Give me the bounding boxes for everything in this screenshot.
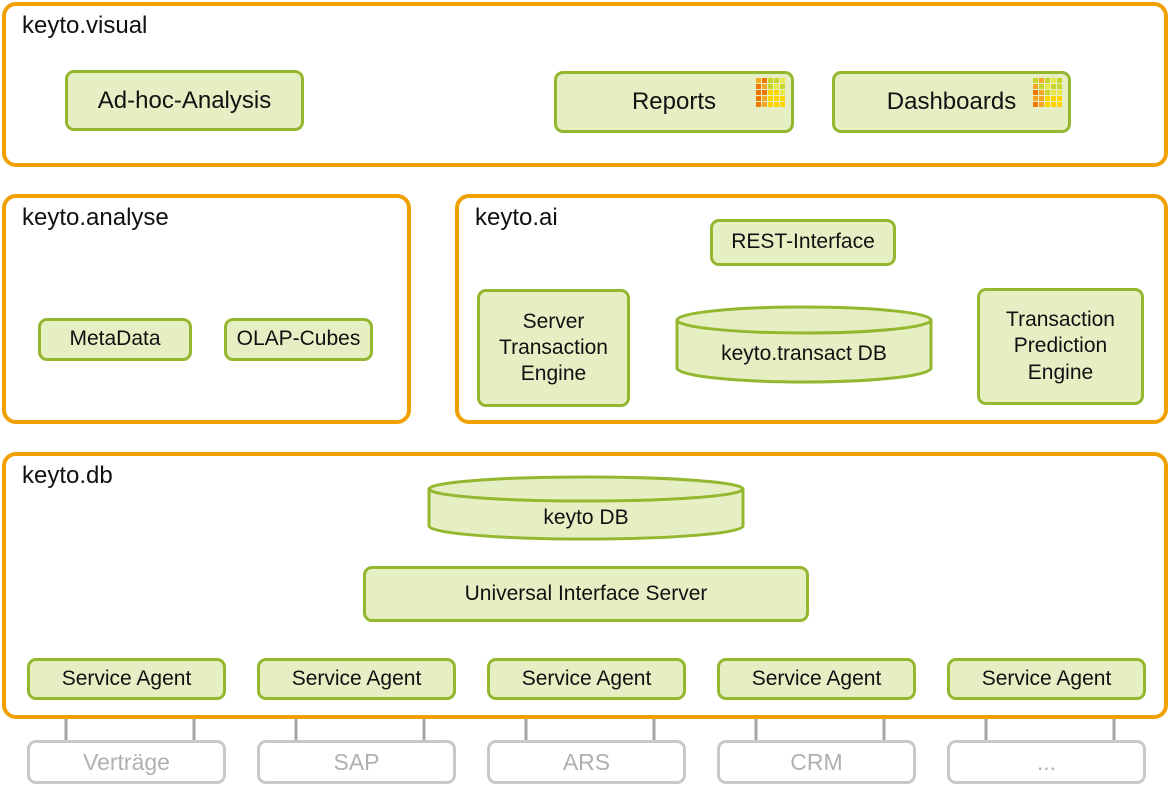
service-agent-box[interactable]: Service Agent xyxy=(487,658,686,700)
adhoc-analysis-box[interactable]: Ad-hoc-Analysis xyxy=(65,70,304,131)
server-transaction-engine-label: Server Transaction Engine xyxy=(499,309,608,386)
service-agent-label: Service Agent xyxy=(521,666,652,690)
grid-chart-icon xyxy=(1033,78,1062,107)
service-agent-box[interactable]: Service Agent xyxy=(27,658,226,700)
ai-panel-title: keyto.ai xyxy=(475,204,558,231)
olap-cubes-box[interactable]: OLAP-Cubes xyxy=(224,318,373,361)
metadata-label: MetaData xyxy=(69,327,161,351)
service-agent-label: Service Agent xyxy=(61,666,192,690)
source-box-ars[interactable]: ARS xyxy=(487,740,686,784)
service-agent-label: Service Agent xyxy=(751,666,882,690)
source-box-crm[interactable]: CRM xyxy=(717,740,916,784)
analyse-panel: keyto.analyse xyxy=(2,194,411,424)
rest-interface-box[interactable]: REST-Interface xyxy=(710,219,896,266)
db-panel-title: keyto.db xyxy=(22,462,113,489)
keyto-db-cylinder[interactable]: keyto DB xyxy=(426,474,746,542)
visual-panel-title: keyto.visual xyxy=(22,12,148,39)
reports-box[interactable]: Reports xyxy=(554,71,794,133)
olap-cubes-label: OLAP-Cubes xyxy=(236,327,361,351)
source-label: ARS xyxy=(562,748,611,775)
source-label: ... xyxy=(1036,748,1057,775)
source-label: Verträge xyxy=(83,748,170,775)
universal-interface-server-box[interactable]: Universal Interface Server xyxy=(363,566,809,622)
service-agent-box[interactable]: Service Agent xyxy=(947,658,1146,700)
keyto-db-label: keyto DB xyxy=(543,506,629,529)
universal-interface-server-label: Universal Interface Server xyxy=(464,581,708,605)
transaction-prediction-engine-box[interactable]: Transaction Prediction Engine xyxy=(977,288,1144,405)
source-label: SAP xyxy=(333,748,380,775)
transact-db-cylinder[interactable]: keyto.transact DB xyxy=(674,304,934,386)
metadata-box[interactable]: MetaData xyxy=(38,318,192,361)
server-transaction-engine-box[interactable]: Server Transaction Engine xyxy=(477,289,630,407)
transaction-prediction-engine-label: Transaction Prediction Engine xyxy=(1006,308,1115,384)
dashboards-label: Dashboards xyxy=(886,88,1017,115)
reports-label: Reports xyxy=(631,88,717,115)
service-agent-label: Service Agent xyxy=(291,666,422,690)
source-box-vertraege[interactable]: Verträge xyxy=(27,740,226,784)
analyse-panel-title: keyto.analyse xyxy=(22,204,169,231)
source-box-more[interactable]: ... xyxy=(947,740,1146,784)
service-agent-label: Service Agent xyxy=(981,666,1112,690)
service-agent-box[interactable]: Service Agent xyxy=(717,658,916,700)
transact-db-label: keyto.transact DB xyxy=(721,342,887,365)
dashboards-box[interactable]: Dashboards xyxy=(832,71,1071,133)
adhoc-analysis-label: Ad-hoc-Analysis xyxy=(97,86,272,114)
source-box-sap[interactable]: SAP xyxy=(257,740,456,784)
service-agent-box[interactable]: Service Agent xyxy=(257,658,456,700)
grid-chart-icon xyxy=(756,78,785,107)
rest-interface-label: REST-Interface xyxy=(731,230,875,254)
source-label: CRM xyxy=(790,748,843,775)
